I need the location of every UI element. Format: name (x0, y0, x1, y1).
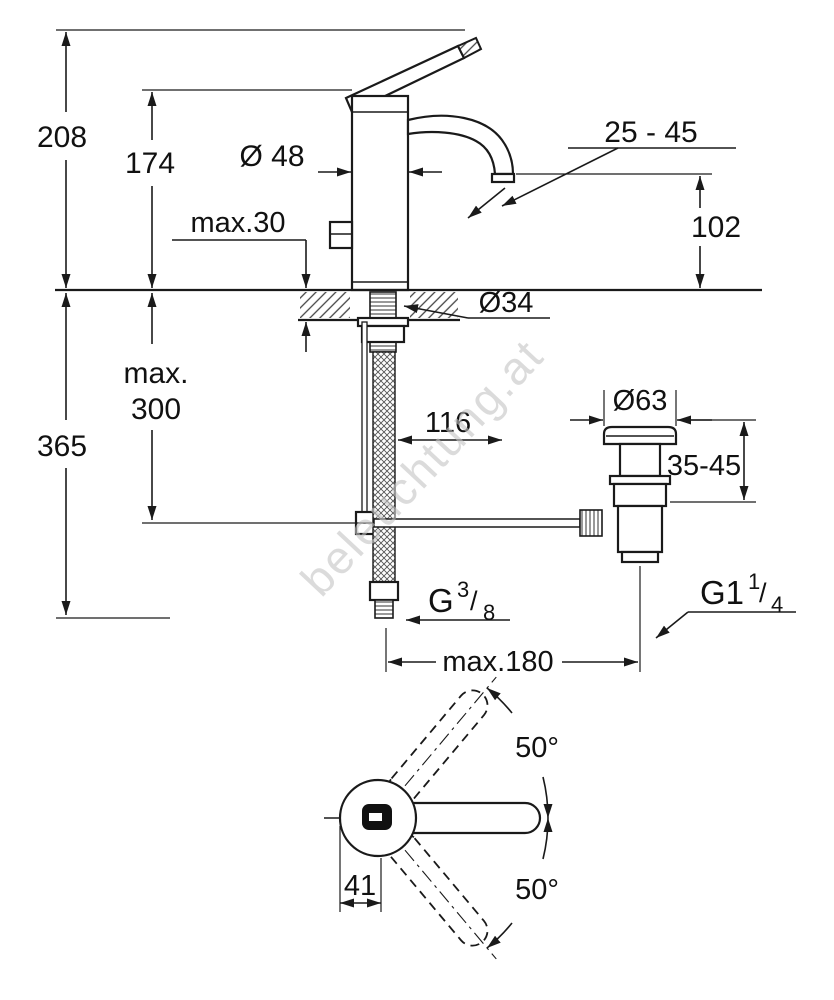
faucet-side-view (328, 36, 516, 292)
thread-labels: G 3 / 8 G1 1 / 4 (428, 569, 783, 625)
arc-lower-b (486, 922, 513, 949)
aerator (490, 172, 516, 184)
leader-2545 (501, 147, 619, 207)
supply-thread-slash: / (470, 586, 478, 616)
angle-label-upper: 50° (515, 732, 559, 764)
drain-collar (612, 482, 668, 508)
drain-assembly (579, 425, 678, 564)
hose-thread-end (374, 599, 394, 619)
arc-upper-a (486, 687, 513, 714)
popup-pull-knob (328, 220, 354, 250)
dim-label-41: 41 (344, 870, 376, 902)
supply-thread-numerator: 3 (457, 577, 469, 602)
supply-thread-prefix: G (428, 582, 454, 619)
dim-label-116: 116 (425, 407, 471, 439)
drain-thread-slash: / (759, 578, 767, 608)
dim-label-102: 102 (691, 211, 741, 244)
dim-label-d63: Ø63 (613, 385, 668, 417)
angle-label-lower: 50° (515, 874, 559, 906)
drain-thread-denominator: 4 (771, 592, 783, 617)
faucet-body (350, 94, 410, 292)
dimension-lines (61, 32, 796, 667)
dim-label-d34: Ø34 (479, 287, 534, 319)
watermark-text: beleuchtung.at (291, 329, 554, 606)
dimension-labels: 208 174 Ø 48 max.30 25 - 45 102 Ø34 max.… (37, 116, 741, 678)
deck-hatch-left (300, 292, 350, 318)
drain-thread-prefix: G1 (700, 574, 744, 611)
mounting-deck (55, 288, 762, 322)
leader-d34 (403, 304, 469, 319)
arc-upper-b (542, 776, 553, 819)
dim-label-d48: Ø 48 (239, 140, 304, 173)
popup-rod-vertical (361, 321, 368, 517)
mounting-nut (360, 324, 406, 344)
topview-cartridge-slot (369, 813, 382, 821)
drain-lower-body (616, 504, 664, 554)
top-view: 50° 50° 41 (324, 676, 559, 960)
dim-label-max180: max.180 (442, 646, 553, 678)
dim-label-208: 208 (37, 121, 87, 154)
drain-neck (618, 442, 662, 478)
extension-lines (56, 29, 756, 672)
dim-label-max300-line1: max. (123, 357, 188, 390)
supply-thread-denominator: 8 (483, 600, 495, 625)
leader-g114 (655, 611, 689, 639)
arc-lower-a (542, 817, 553, 860)
dim-label-max30: max.30 (190, 207, 285, 239)
drain-collar-top (608, 474, 672, 486)
drain-bottom-cap (620, 550, 660, 564)
dim-label-365: 365 (37, 430, 87, 463)
dim-label-2545: 25 - 45 (604, 116, 697, 149)
handle-lever-tip (456, 36, 483, 60)
drain-thread-numerator: 1 (748, 569, 760, 594)
dim-label-3545: 35-45 (667, 450, 741, 482)
dim-label-174: 174 (125, 147, 175, 180)
dim-label-max300-line2: 300 (131, 393, 181, 426)
water-flow-arrow (467, 187, 506, 219)
rod-adjuster-knob (579, 509, 603, 537)
hose-end-fitting (368, 580, 400, 602)
spout (406, 114, 515, 176)
